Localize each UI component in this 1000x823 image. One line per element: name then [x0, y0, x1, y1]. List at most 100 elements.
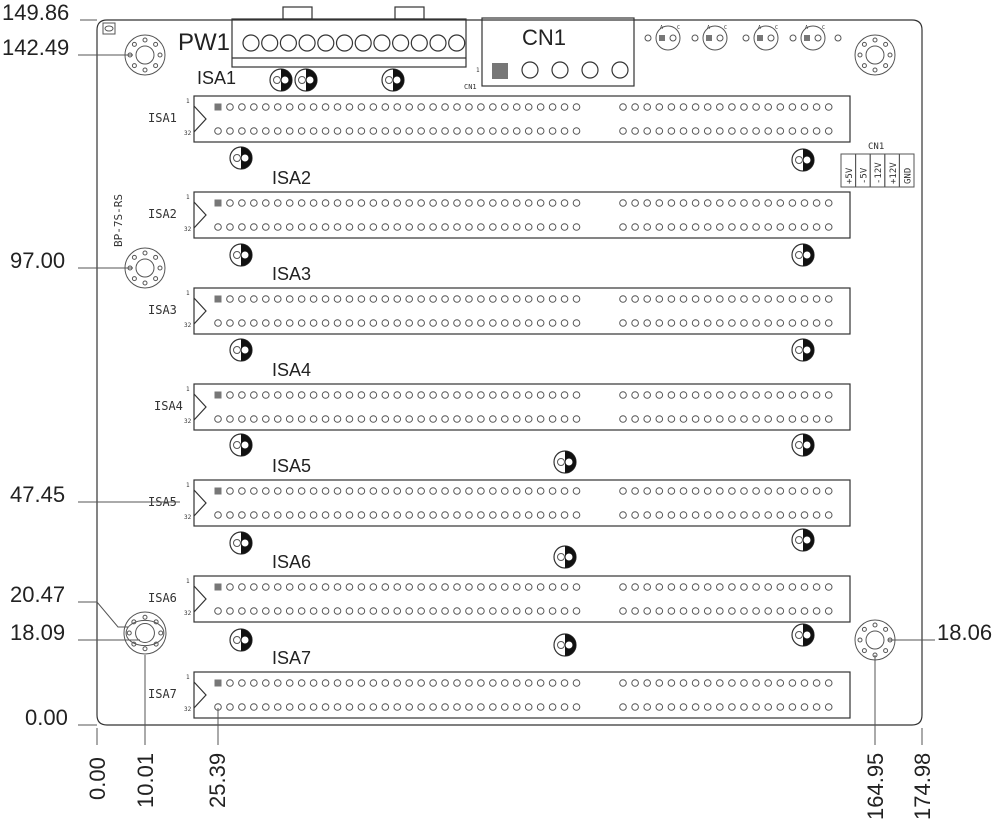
slot-pin — [333, 319, 342, 327]
slot-pin — [321, 511, 330, 519]
slot-pin — [536, 199, 545, 207]
slot-pin — [309, 295, 318, 303]
slot-pin — [800, 127, 809, 135]
slot-pin — [679, 607, 688, 615]
pw1-pin — [335, 34, 354, 52]
slot-pin — [643, 487, 652, 495]
slot-pin — [238, 679, 246, 687]
slot-pin — [501, 103, 509, 111]
dim-left-20-47: 20.47 — [10, 582, 65, 607]
slot-pin — [333, 679, 342, 687]
slot-pin — [453, 511, 461, 519]
slot-pin — [345, 583, 354, 591]
slot-pin — [453, 487, 461, 495]
slot-pin — [333, 607, 342, 615]
slot-pin — [824, 415, 833, 423]
cap-pad — [795, 251, 803, 259]
slot-pin — [441, 607, 449, 615]
slot-pin — [429, 703, 437, 711]
slot-pin — [619, 319, 627, 327]
slot-pin — [824, 103, 833, 111]
slot-pin — [285, 103, 294, 111]
cn1-table-cell — [898, 153, 915, 188]
capacitor — [229, 146, 253, 170]
slot-pin — [679, 487, 688, 495]
slot-pin — [262, 295, 270, 303]
slot-pin — [285, 583, 294, 591]
slot-pin — [489, 223, 497, 231]
slot-pin — [226, 415, 234, 423]
slot-pin — [285, 607, 294, 615]
slot-pin — [764, 295, 773, 303]
slot-pin — [357, 295, 366, 303]
slot-pin — [524, 607, 533, 615]
slot-pin — [489, 415, 497, 423]
slot-pin — [631, 511, 639, 519]
slot-pin — [226, 607, 234, 615]
hole-via — [861, 41, 867, 47]
slot-pin — [740, 487, 748, 495]
slot-pin — [333, 511, 342, 519]
slot-pin — [691, 391, 700, 399]
slot-pin — [572, 703, 581, 711]
slot-pin — [691, 511, 700, 519]
slot-pin — [740, 223, 748, 231]
slot-pin — [250, 103, 258, 111]
slot-pin — [273, 295, 282, 303]
slot-pin — [643, 583, 652, 591]
slot-key-notch — [193, 489, 207, 517]
slot-pin — [214, 127, 222, 135]
slot-pin — [333, 223, 342, 231]
cn1-label: CN1 — [522, 25, 566, 50]
slot-pin — [262, 127, 270, 135]
slot-pin — [441, 391, 449, 399]
slot-pin — [524, 199, 533, 207]
slot-pin — [703, 199, 712, 207]
slot-pin — [285, 511, 294, 519]
slot-pin — [501, 607, 509, 615]
slot-pin — [369, 415, 378, 423]
slot-pin — [226, 703, 234, 711]
slot-pin — [548, 319, 557, 327]
slot-pin — [321, 103, 330, 111]
slot-pin — [417, 583, 425, 591]
led-cathode-pad — [716, 34, 724, 42]
slot-pin — [524, 583, 533, 591]
hole-via — [883, 626, 889, 632]
cap-pad — [233, 539, 241, 547]
slot-pin — [441, 223, 449, 231]
slot-pin — [357, 199, 366, 207]
slot-pin — [262, 391, 270, 399]
slot-pin — [417, 415, 425, 423]
slot-pin — [238, 415, 246, 423]
slot-pin — [536, 103, 545, 111]
slot-pin — [788, 223, 797, 231]
slot-pin — [788, 199, 797, 207]
slot-pin — [800, 103, 809, 111]
slot-pin — [619, 511, 627, 519]
slot-pin — [728, 607, 736, 615]
slot-pin — [250, 199, 258, 207]
slot-pin — [357, 223, 366, 231]
slot-pin — [501, 127, 509, 135]
slot-pin — [465, 127, 473, 135]
hole-via — [142, 280, 148, 286]
slot-pin — [752, 103, 760, 111]
hole-via — [861, 63, 867, 69]
slot-pin — [691, 199, 700, 207]
slot-pin — [405, 391, 414, 399]
pin-last-label: 32 — [184, 610, 192, 617]
slot-pin — [512, 127, 521, 135]
slot-pin — [572, 103, 581, 111]
slot-key-notch — [193, 393, 207, 421]
slot-pin — [512, 511, 521, 519]
pin-last-label: 32 — [184, 322, 192, 329]
slot-pin — [524, 415, 533, 423]
slot-body — [193, 575, 851, 623]
slot-pin — [560, 103, 569, 111]
slot-pin — [262, 199, 270, 207]
slot-pin — [309, 607, 318, 615]
slot-pin — [536, 583, 545, 591]
slot-pin — [667, 199, 676, 207]
